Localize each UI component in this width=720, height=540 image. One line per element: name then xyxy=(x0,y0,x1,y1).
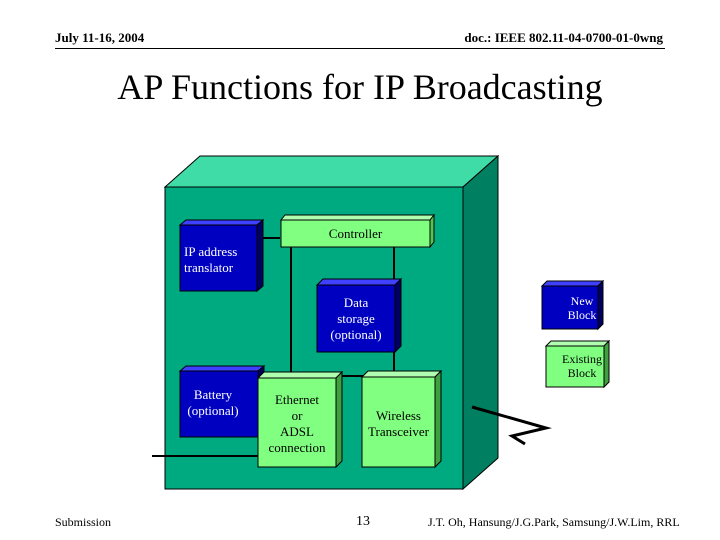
enclosure-side xyxy=(462,154,499,491)
enclosure-top xyxy=(163,155,500,188)
ip-translator-label: IP address translator xyxy=(184,244,238,275)
ethernet-block xyxy=(256,370,344,469)
data-storage-block xyxy=(315,277,403,354)
header-rule xyxy=(55,48,665,49)
wireless-block xyxy=(360,369,443,469)
footer-authors: J.T. Oh, Hansung/J.G.Park, Samsung/J.W.L… xyxy=(428,515,680,529)
header-doc-id: doc.: IEEE 802.11-04-0700-01-0wng xyxy=(464,30,663,45)
footer-submission: Submission xyxy=(55,515,112,529)
legend-new-block xyxy=(540,279,605,331)
ip-translator-block xyxy=(178,218,265,293)
legend-existing-block xyxy=(544,339,611,389)
data-storage-label: Data storage (optional) xyxy=(330,295,382,342)
antenna-line xyxy=(471,405,552,446)
slide-title: AP Functions for IP Broadcasting xyxy=(117,67,603,107)
wireless-label: Wireless Transceiver xyxy=(368,408,429,439)
ethernet-label: Ethernet or ADSL connection xyxy=(268,392,326,455)
controller-label: Controller xyxy=(328,226,383,241)
controller-block xyxy=(279,213,436,249)
footer-page-number: 13 xyxy=(356,514,370,529)
battery-label: Battery (optional) xyxy=(187,387,239,418)
legend-existing-label: Existing Block xyxy=(561,352,602,380)
legend-new-label: New Block xyxy=(567,294,597,322)
header-date: July 11-16, 2004 xyxy=(55,30,145,45)
